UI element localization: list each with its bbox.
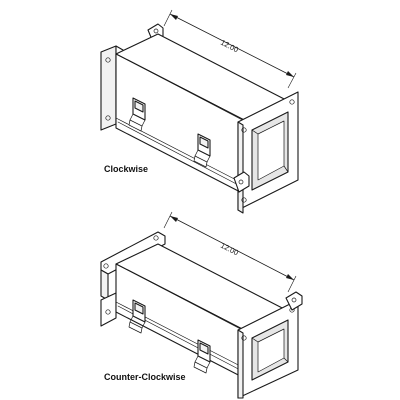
dimension-label-bottom: 12.00 xyxy=(219,241,240,258)
dimension-label-top: 12.00 xyxy=(219,38,240,55)
latch-left-bottom xyxy=(128,299,146,334)
latch-right-bottom xyxy=(193,339,211,374)
latch-left-top xyxy=(128,97,146,132)
elbow-fitting-clockwise: 12.00 xyxy=(100,9,299,214)
elbow-fitting-counter-clockwise: 12.00 xyxy=(100,211,303,399)
caption-counter-clockwise: Counter-Clockwise xyxy=(104,372,186,382)
latch-right-top xyxy=(193,133,211,168)
front-flange-top xyxy=(233,91,299,214)
caption-clockwise: Clockwise xyxy=(104,164,149,174)
front-flange-bottom xyxy=(237,291,303,399)
